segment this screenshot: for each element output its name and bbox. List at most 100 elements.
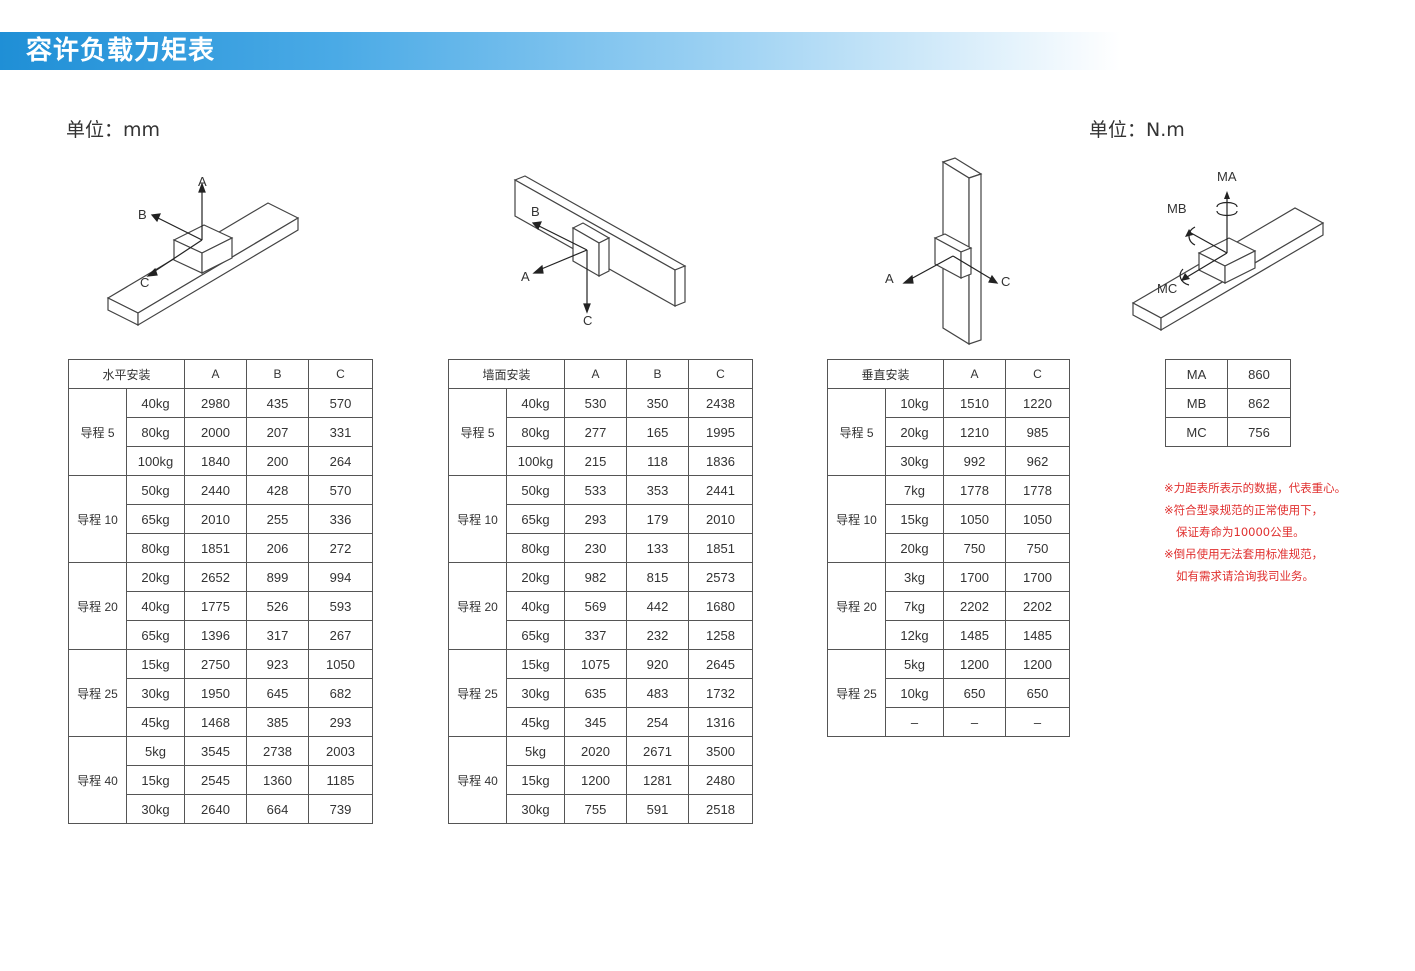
moment-name-cell: MB <box>1165 388 1228 418</box>
value-cell: 750 <box>1005 533 1071 563</box>
load-cell: 30kg <box>505 794 566 824</box>
value-cell: 530 <box>564 388 628 418</box>
value-cell: 179 <box>626 504 690 534</box>
value-cell: 1836 <box>688 446 754 476</box>
value-cell: 1210 <box>943 417 1007 447</box>
value-cell: 317 <box>246 620 310 650</box>
value-cell: 264 <box>308 446 374 476</box>
diagram-label: C <box>140 275 149 290</box>
load-cell: 100kg <box>125 446 186 476</box>
lead-cell: 导程 10 <box>827 475 886 563</box>
column-header: C <box>1005 359 1071 389</box>
value-cell: 664 <box>246 794 310 824</box>
value-cell: 200 <box>246 446 310 476</box>
load-cell: 10kg <box>884 388 945 418</box>
value-cell: 1050 <box>943 504 1007 534</box>
value-cell: 1510 <box>943 388 1007 418</box>
value-cell: 336 <box>308 504 374 534</box>
load-cell: 65kg <box>125 620 186 650</box>
value-cell: 1185 <box>308 765 374 795</box>
value-cell: 255 <box>246 504 310 534</box>
value-cell: 1851 <box>688 533 754 563</box>
load-cell: 30kg <box>884 446 945 476</box>
load-cell: 15kg <box>884 504 945 534</box>
value-cell: 1075 <box>564 649 628 679</box>
value-cell: 293 <box>308 707 374 737</box>
value-cell: 899 <box>246 562 310 592</box>
load-cell: 40kg <box>505 591 566 621</box>
value-cell: 1396 <box>184 620 248 650</box>
value-cell: 1995 <box>688 417 754 447</box>
value-cell: 2441 <box>688 475 754 505</box>
value-cell: 215 <box>564 446 628 476</box>
value-cell: 570 <box>308 475 374 505</box>
diagram-label: MB <box>1167 201 1187 216</box>
note-line: 保证寿命为10000公里。 <box>1176 525 1305 539</box>
wall-mount-diagram: B A C <box>513 175 687 328</box>
value-cell: 2652 <box>184 562 248 592</box>
column-header: A <box>184 359 248 389</box>
value-cell: 2020 <box>564 736 628 766</box>
value-cell: 2573 <box>688 562 754 592</box>
value-cell: 293 <box>564 504 628 534</box>
value-cell: 2518 <box>688 794 754 824</box>
load-cell: 80kg <box>125 417 186 447</box>
value-cell: 1468 <box>184 707 248 737</box>
value-cell: 992 <box>943 446 1007 476</box>
lead-cell: 导程 20 <box>68 562 127 650</box>
value-cell: 533 <box>564 475 628 505</box>
lead-cell: 导程 25 <box>448 649 507 737</box>
value-cell: 1485 <box>1005 620 1071 650</box>
load-cell: 5kg <box>505 736 566 766</box>
load-cell: 40kg <box>125 591 186 621</box>
value-cell: 750 <box>943 533 1007 563</box>
diagram-label: C <box>583 313 592 328</box>
lead-cell: 导程 5 <box>448 388 507 476</box>
title-banner: 容许负载力矩表 <box>0 32 1120 70</box>
note-line: ※符合型录规范的正常使用下， <box>1164 503 1324 517</box>
value-cell: 1778 <box>1005 475 1071 505</box>
load-cell: 80kg <box>125 533 186 563</box>
column-header: B <box>246 359 310 389</box>
value-cell: 2738 <box>246 736 310 766</box>
note-line: 如有需求请洽询我司业务。 <box>1176 569 1314 583</box>
moment-name-cell: MC <box>1165 417 1228 447</box>
moment-value-cell: 860 <box>1227 359 1291 389</box>
value-cell: 593 <box>308 591 374 621</box>
value-cell: 133 <box>626 533 690 563</box>
load-cell: 45kg <box>125 707 186 737</box>
load-cell: 20kg <box>125 562 186 592</box>
load-cell: 50kg <box>125 475 186 505</box>
value-cell: – <box>1005 707 1071 737</box>
value-cell: 650 <box>943 678 1007 708</box>
value-cell: 337 <box>564 620 628 650</box>
value-cell: 272 <box>308 533 374 563</box>
column-header: C <box>688 359 754 389</box>
value-cell: 442 <box>626 591 690 621</box>
value-cell: 435 <box>246 388 310 418</box>
value-cell: 526 <box>246 591 310 621</box>
value-cell: 207 <box>246 417 310 447</box>
lead-cell: 导程 40 <box>448 736 507 824</box>
table-row: ––– <box>828 707 1071 737</box>
